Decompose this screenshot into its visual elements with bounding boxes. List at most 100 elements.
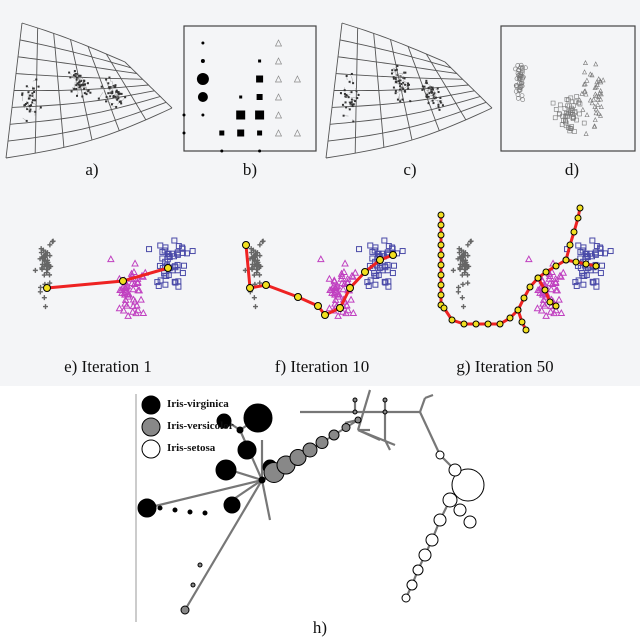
data-point <box>339 92 342 95</box>
class-square-marker <box>256 75 264 83</box>
setosa-marker <box>516 96 521 101</box>
setosa-plus-marker <box>251 295 257 301</box>
versicolor-triangle-marker <box>524 255 533 263</box>
data-point <box>83 92 86 95</box>
tree-node <box>215 459 237 481</box>
versicolor-marker <box>572 129 577 134</box>
tree-node <box>448 463 462 477</box>
setosa-plus-marker <box>458 247 464 253</box>
tree-edge <box>424 393 434 400</box>
class-circle-marker <box>182 131 186 135</box>
virginica-square-marker <box>155 282 162 289</box>
data-point <box>344 95 347 98</box>
setosa-marker <box>523 65 528 70</box>
tree-node <box>243 403 273 433</box>
setosa-plus-marker <box>461 263 467 269</box>
data-point <box>396 65 399 68</box>
virginica-marker <box>593 84 599 90</box>
virginica-square-marker <box>391 262 398 269</box>
virginica-square-marker <box>589 278 596 285</box>
data-point <box>124 96 127 99</box>
curve-node <box>552 262 560 270</box>
data-point <box>116 98 119 101</box>
curve-node <box>437 221 445 229</box>
versicolor-triangle-marker <box>128 307 137 315</box>
caption-d: d) <box>564 160 580 179</box>
class-circle-marker <box>220 149 224 153</box>
versicolor-triangle-marker <box>546 307 555 315</box>
setosa-marker <box>515 71 521 76</box>
tree-edge <box>260 479 272 521</box>
versicolor-triangle-marker <box>557 309 566 317</box>
tree-edge <box>419 411 441 456</box>
class-triangle-marker <box>274 57 283 65</box>
data-point <box>430 90 433 93</box>
versicolor-marker <box>562 106 568 111</box>
setosa-plus-marker <box>460 304 466 310</box>
tree-edge <box>184 479 263 611</box>
curve-node <box>437 251 445 259</box>
virginica-square-marker <box>577 248 584 255</box>
principal-curve <box>46 266 169 290</box>
curve-node <box>541 286 549 294</box>
data-point <box>395 81 398 84</box>
virginica-marker <box>594 79 600 85</box>
virginica-square-marker <box>369 248 376 255</box>
data-point <box>33 90 36 93</box>
data-point <box>89 91 92 94</box>
data-point <box>75 78 78 81</box>
curve-node <box>518 318 526 326</box>
tree-node <box>289 449 307 466</box>
data-point <box>401 98 404 101</box>
versicolor-triangle-marker <box>545 271 554 279</box>
data-point <box>356 97 359 100</box>
som-grid-line <box>124 61 173 109</box>
versicolor-triangle-marker <box>340 279 349 287</box>
class-triangle-marker <box>274 93 283 101</box>
setosa-plus-marker <box>466 263 472 269</box>
setosa-plus-marker <box>44 270 50 276</box>
virginica-square-marker <box>174 251 181 258</box>
data-point <box>97 97 100 100</box>
data-point <box>395 78 398 81</box>
data-point <box>427 95 430 98</box>
data-point <box>351 105 354 108</box>
tree-node <box>418 548 432 562</box>
som-grid-line <box>70 39 93 141</box>
data-point <box>439 96 442 99</box>
data-point <box>79 74 82 77</box>
versicolor-triangle-marker <box>331 295 340 303</box>
setosa-plus-marker <box>41 295 47 301</box>
versicolor-marker <box>556 111 562 117</box>
virginica-marker <box>582 81 588 87</box>
data-vector-line <box>399 72 406 75</box>
setosa-plus-marker <box>250 254 256 260</box>
data-point <box>21 93 24 96</box>
data-point <box>28 104 31 107</box>
versicolor-triangle-marker <box>348 271 356 279</box>
setosa-marker <box>513 66 518 72</box>
data-point <box>344 101 347 104</box>
versicolor-marker <box>577 111 582 117</box>
data-point <box>437 91 440 94</box>
setosa-plus-marker <box>252 257 258 263</box>
virginica-square-marker <box>162 244 169 251</box>
tree-node <box>157 505 163 511</box>
data-point <box>426 93 429 96</box>
data-point <box>80 83 83 86</box>
curve-node <box>576 204 584 212</box>
som-grid-line <box>87 46 120 131</box>
data-point <box>394 77 397 80</box>
data-point <box>75 76 78 79</box>
data-point <box>120 102 123 105</box>
virginica-square-marker <box>171 237 178 244</box>
tree-node <box>451 468 485 502</box>
data-vector-line <box>350 97 358 99</box>
setosa-plus-marker <box>40 247 46 253</box>
setosa-plus-marker <box>255 267 261 273</box>
virginica-square-marker <box>399 248 406 255</box>
versicolor-triangle-marker <box>123 289 132 297</box>
data-point <box>74 75 77 78</box>
data-point <box>27 97 30 100</box>
